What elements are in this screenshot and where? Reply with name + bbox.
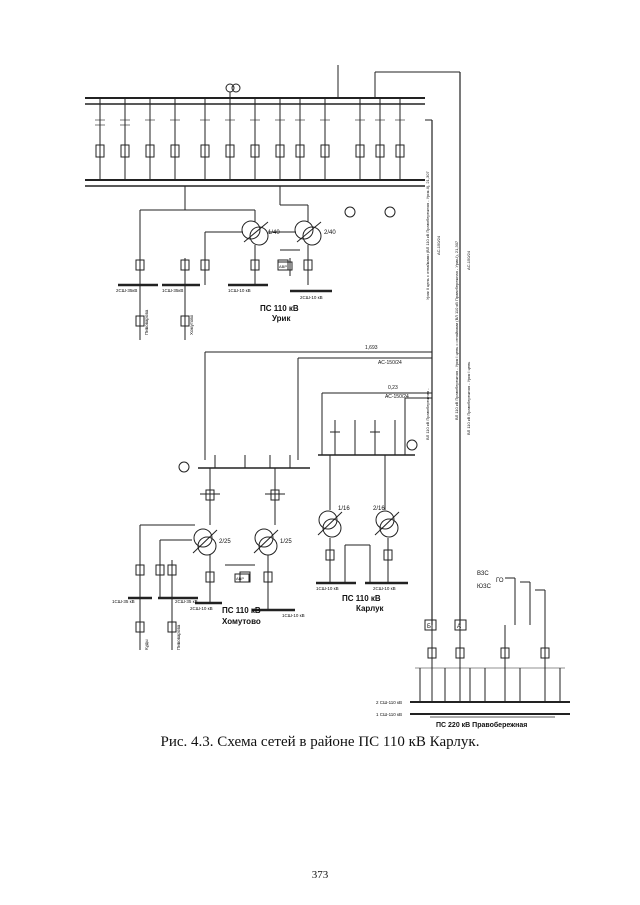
karluk-t2-winding-b — [379, 518, 399, 538]
khom-bus-1sh35-label: 1СШ-35 кВ — [112, 599, 135, 604]
figure-caption: Рис. 4.3. Схема сетей в районе ПС 110 кВ… — [160, 734, 480, 750]
urik-bus-1sh35-label: 1СШ-35кВ — [162, 288, 183, 293]
marker-b-label: Б — [427, 624, 431, 630]
urik-t2-winding-b — [302, 226, 322, 246]
urik-feeder-1: Пивоварова — [144, 309, 149, 335]
branch-yuzs-label: ЮЗС — [477, 584, 492, 590]
urik-aux-transformer-icon-2 — [384, 206, 396, 218]
prav-bus-1sh110-label: 1 СШ-110 кВ — [376, 712, 402, 717]
urik-bus-2sh10-label: 2СШ-10 кВ — [300, 295, 323, 300]
page-number: 373 — [311, 869, 329, 881]
khom-feeder-2: Пивоварова — [176, 624, 181, 650]
urik-t1-label: 1/40 — [268, 230, 280, 236]
prav-feeder-cells — [415, 625, 565, 702]
branch-go-label: ГО — [496, 578, 504, 584]
urik-feeder-cells — [135, 249, 313, 340]
urik-t2-regulator-arrow — [296, 221, 322, 243]
khom-t1-arrow — [253, 529, 279, 554]
karluk-bus-2sh10-label: 2СШ-10 кВ — [373, 586, 396, 591]
khom-t2-label: 2/25 — [219, 539, 231, 545]
khom-bus-2sh10-label: 2СШ-10 кВ — [190, 606, 213, 611]
urik-avr-label: АВР — [279, 264, 287, 269]
branch-vzs-label: ВЗС — [477, 571, 489, 577]
karluk-t2-label: 2/16 — [373, 506, 385, 512]
karluk-vt-icon — [406, 439, 418, 451]
khom-vt-icon — [178, 461, 190, 473]
urik-bus-2sh35-label: 2СШ-35кВ — [116, 288, 137, 293]
khom-name: Хомутово — [222, 617, 261, 626]
line2-wire: АС-150/24 — [385, 394, 409, 400]
karluk-lower-cells — [325, 538, 393, 583]
khom-avr-box — [234, 573, 250, 583]
urik-title: ПС 110 кВ — [260, 304, 299, 313]
urik-feeder-2: Хомутово — [189, 314, 194, 335]
line1-length: 1,693 — [365, 345, 378, 351]
karluk-t1-label: 1/16 — [338, 506, 350, 512]
karluk-title: ПС 110 кВ — [342, 594, 381, 603]
khom-bus-1sh10-label: 1СШ-10 кВ — [282, 613, 305, 618]
karluk-t1-arrow — [317, 511, 343, 536]
line2-length: 0,23 — [388, 385, 398, 391]
khom-title: ПС 110 кВ — [222, 606, 261, 615]
khom-t2-arrow — [192, 529, 218, 554]
urik-transformer-connections — [139, 186, 309, 285]
karluk-bus-1sh10-label: 1СШ-10 кВ — [316, 586, 339, 591]
urik-switchgear-cells — [95, 65, 460, 180]
marker-a-box — [454, 619, 467, 631]
vl2-wire: АС-150/24 — [466, 250, 471, 270]
vl1b-name: ВЛ 110 кВ Правобережная - — [425, 388, 430, 440]
karluk-cells — [329, 420, 396, 510]
vl1-name: Урик II цепь с отпайками (ВЛ 110 кВ Прав… — [425, 171, 430, 300]
khom-lower-cells — [135, 524, 273, 650]
prav-title: ПС 220 кВ Правобережная — [436, 721, 527, 729]
urik-name: Урик — [272, 314, 291, 323]
vl2-name: ВЛ 110 кВ Правобережная - Урик I цепь с … — [454, 240, 459, 420]
karluk-t1-winding-b — [322, 518, 342, 538]
urik-aux-transformer-icon-1 — [344, 206, 356, 218]
marker-b-box — [424, 619, 437, 631]
urik-voltage-transformer-icon-2 — [231, 83, 241, 93]
urik-t1-regulator-arrow — [243, 221, 269, 243]
khom-avr-label: АВР — [236, 576, 244, 581]
marker-a-label: А — [457, 624, 461, 630]
urik-t1-winding-b — [249, 226, 269, 246]
khom-t2-winding-b — [197, 536, 217, 556]
urik-cell-ticks — [95, 119, 405, 126]
karluk-t2-arrow — [374, 511, 400, 536]
vl1-wire: АС-150/24 — [436, 235, 441, 255]
urik-bus-1sh10-label: 1СШ-10 кВ — [228, 288, 251, 293]
karluk-name: Карлук — [356, 604, 385, 613]
khom-feeder-1: Куды — [144, 639, 149, 650]
urik-voltage-transformer-icon — [225, 83, 235, 93]
vl2b-name: ВЛ 110 кВ Правобережная - Урик I цепь — [466, 362, 471, 435]
prav-bus-2sh110-label: 2 СШ-110 кВ — [376, 700, 402, 705]
urik-avr-box — [277, 261, 293, 271]
khom-t1-label: 1/25 — [280, 539, 292, 545]
urik-t2-label: 2/40 — [324, 230, 336, 236]
khom-bus-2sh35-label: 2СШ-35 кВ — [175, 599, 198, 604]
line1-wire: АС-150/24 — [378, 360, 402, 366]
khom-cells — [200, 455, 291, 525]
